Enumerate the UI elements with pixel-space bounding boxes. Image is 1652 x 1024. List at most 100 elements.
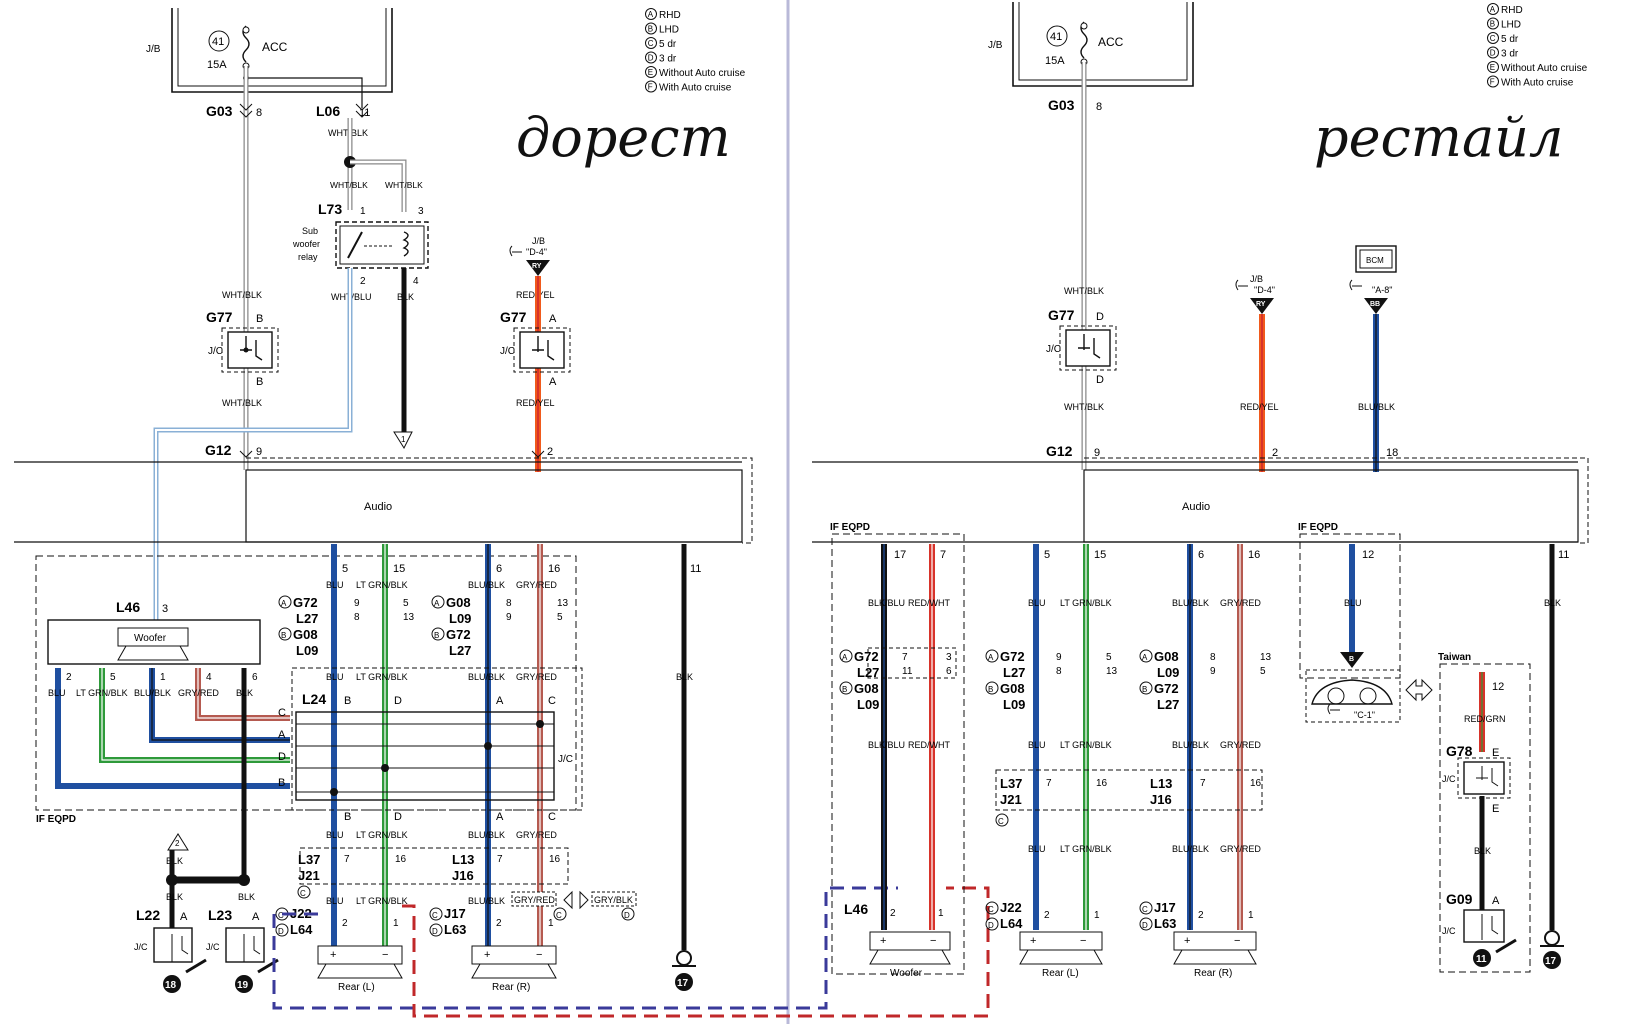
g12-pin-2: 2 <box>547 446 553 458</box>
fuse-number-badge <box>208 30 230 52</box>
pinref-b5: 5 <box>557 612 563 623</box>
r-l63: L63 <box>1154 916 1176 931</box>
r-pinref-3: 3 <box>946 652 952 663</box>
legend-badge <box>1487 32 1499 44</box>
woofer-wire-ltgrn: LT GRN/BLK <box>76 688 128 698</box>
r-fuse-number: 41 <box>1050 31 1062 43</box>
l23-jc: J/C <box>206 942 220 952</box>
r-l64: L64 <box>1000 916 1023 931</box>
r-pinref-8: 8 <box>1056 666 1062 677</box>
r-wire-wht-blk-bottom: WHT/BLK <box>1064 402 1104 412</box>
legend-letter: E <box>1490 63 1495 72</box>
pin-low-7b: 7 <box>497 854 503 865</box>
l46-pin: 3 <box>162 603 168 615</box>
r-g12-pin-18: 18 <box>1386 447 1398 459</box>
fuse-number: 41 <box>212 36 224 48</box>
r-wire-blk-blu-1: BLK/BLU <box>868 598 905 608</box>
jb-ref-label: J/B <box>532 236 545 246</box>
pinref-b13: 13 <box>403 612 415 623</box>
r-wire-blu-1: BLU <box>1028 598 1046 608</box>
svg-text:D: D <box>988 921 994 930</box>
left-diagram: J/B 41 15A ACC G03 8 WHT/BLK L06 11 WHT/… <box>14 8 753 993</box>
l24-tag-a: A <box>496 695 504 707</box>
connector-g12: G12 <box>205 442 232 458</box>
taiwan-pin-12: 12 <box>1492 681 1504 693</box>
left-pin-11: 11 <box>690 563 701 575</box>
svg-text:C: C <box>1142 905 1148 914</box>
r-j17: J17 <box>1154 900 1176 915</box>
legend-badge <box>1487 3 1499 15</box>
woofer-pin-6: 6 <box>252 672 258 683</box>
legend-badge <box>1487 75 1499 88</box>
legend-badge <box>645 8 657 20</box>
r-woofer-pin-17: 17 <box>894 549 906 561</box>
spk-l-pin2: 2 <box>342 918 348 929</box>
r-pinref-9b: 9 <box>1210 666 1216 677</box>
r-pin-11: 11 <box>1558 549 1569 561</box>
r-spk-l-pin1: 1 <box>1094 910 1100 921</box>
svg-text:+: + <box>1030 935 1036 947</box>
legend-letter: B <box>1490 20 1495 29</box>
r-pinref-5: 5 <box>1106 652 1112 663</box>
r-pin-low-16b: 16 <box>1250 778 1262 789</box>
r-ground-17: 17 <box>1545 956 1557 967</box>
legend-letter: A <box>1490 5 1496 14</box>
r-woofer-unit <box>869 931 951 951</box>
pin-15: 15 <box>393 563 405 575</box>
svg-text:C: C <box>432 911 438 920</box>
l73-pin-4: 4 <box>413 276 419 287</box>
connector-g09: G09 <box>1446 891 1473 907</box>
r-jb-ref: J/B <box>1250 274 1263 284</box>
r-rear-left: Rear (L) <box>1042 968 1079 979</box>
r-l27-b: L27 <box>1157 697 1179 712</box>
svg-text:−: − <box>930 935 936 947</box>
r-wire-blu-cluster: BLU <box>1344 598 1362 608</box>
r-pinref-13b: 13 <box>1260 652 1272 663</box>
r-wire-blublk-3: BLU/BLK <box>1172 844 1209 854</box>
r-wire-ltgrn-3: LT GRN/BLK <box>1060 844 1112 854</box>
l24-tag-d: D <box>394 695 402 707</box>
side-tag-a: A <box>278 729 286 741</box>
r-woofer-label: Woofer <box>890 968 923 979</box>
legend-item: With Auto cruise <box>1501 78 1574 89</box>
r-j21: J21 <box>1000 792 1022 807</box>
jb-ref-d4: "D-4" <box>526 247 547 257</box>
l24-tag-a-bottom: A <box>496 811 504 823</box>
g77-jc-label: J/C <box>208 346 223 357</box>
r-pin-15: 15 <box>1094 549 1106 561</box>
l73-pin-2: 2 <box>360 276 366 287</box>
trace-blue-dashed <box>272 886 898 1010</box>
pin-low-16a: 16 <box>395 854 407 865</box>
r-woofer-pin-7: 7 <box>940 549 946 561</box>
legend-badge <box>645 51 657 64</box>
l73-pin-3: 3 <box>418 206 424 217</box>
g77-pin-b-bottom: B <box>256 376 263 388</box>
r-l27: L27 <box>1003 665 1025 680</box>
conn-l27-b: L27 <box>449 643 471 658</box>
r-g72-b: G72 <box>1154 681 1179 696</box>
r-blk-label: BLK <box>1544 598 1561 608</box>
svg-text:A: A <box>281 599 287 608</box>
fuse-symbol <box>242 25 250 63</box>
r-wire-blu-2: BLU <box>1028 740 1046 750</box>
r-pin-low-7b: 7 <box>1200 778 1206 789</box>
svg-text:+: + <box>1184 935 1190 947</box>
l24-tag-d-bottom: D <box>394 811 402 823</box>
wire-wht-blu <box>153 268 353 620</box>
svg-text:−: − <box>536 949 542 961</box>
g78-jc: J/C <box>1442 774 1456 784</box>
jb-label: J/B <box>146 44 161 55</box>
legend-letter: C <box>648 39 654 48</box>
legend-item: 5 dr <box>1501 34 1519 45</box>
r-acc-label: ACC <box>1098 35 1124 49</box>
woofer-wire-blk: BLK <box>236 688 253 698</box>
conn-j17: J17 <box>444 906 466 921</box>
heading-dorest: дорест <box>516 106 731 169</box>
l24-jc-label: J/C <box>558 754 573 765</box>
audio-label: Audio <box>364 501 392 513</box>
r-j16: J16 <box>1150 792 1172 807</box>
bcm-a8: "A-8" <box>1372 285 1392 295</box>
conn-l09-b: L09 <box>449 611 471 626</box>
r-rear-right: Rear (R) <box>1194 968 1232 979</box>
l22-pin-a: A <box>180 911 188 923</box>
